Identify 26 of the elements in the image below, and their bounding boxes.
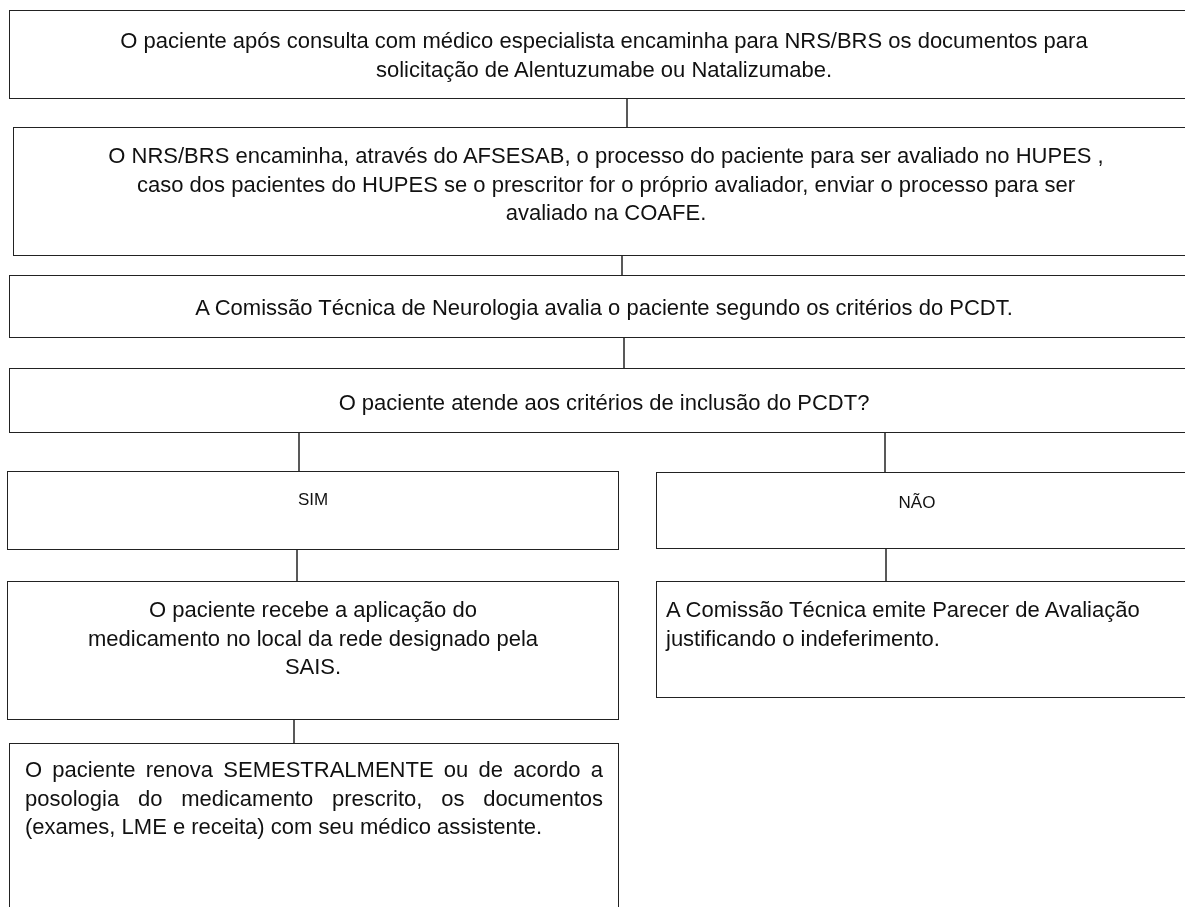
process-box xyxy=(9,743,619,907)
step-text: A Comissão Técnica de Neurologia avalia o paciente segundo os critérios do PCDT. xyxy=(195,294,1013,322)
step-text: O paciente atende aos critérios de inclusão do PCDT? xyxy=(338,389,870,417)
process-box xyxy=(7,581,619,720)
step-text: SIM xyxy=(297,489,329,511)
connector-line xyxy=(626,98,628,128)
process-box xyxy=(9,275,1185,338)
connector-line xyxy=(884,432,886,473)
step-text: O paciente renova SEMESTRALMENTE ou de acordo a posologia do medicamento prescrito, os documentos (exames, LME e receita) com seu médico assistente. xyxy=(25,756,603,842)
connector-line xyxy=(621,255,623,276)
connector-line xyxy=(293,719,295,744)
step-text: O paciente após consulta com médico especialista encaminha para NRS/BRS os documentos para solicitação de Alentuzumabe ou Natalizumabe. xyxy=(119,27,1089,84)
step-text: A Comissão Técnica emite Parecer de Avaliação justificando o indeferimento. xyxy=(666,596,1141,653)
connector-line xyxy=(885,548,887,582)
process-box xyxy=(9,10,1185,99)
connector-line xyxy=(623,337,625,369)
connector-line xyxy=(296,549,298,582)
process-box xyxy=(656,472,1185,549)
process-box xyxy=(656,581,1185,698)
step-text: O paciente recebe a aplicação do medicamento no local da rede designado pela SAIS. xyxy=(86,596,540,682)
step-text: NÃO xyxy=(897,492,937,514)
step-text: O NRS/BRS encaminha, através do AFSESAB, o processo do paciente para ser avaliado no HUPES , caso dos pacientes do HUPES se o prescritor for o próprio avaliador, enviar o processo para ser avaliado na COAFE. xyxy=(107,142,1105,228)
process-box xyxy=(13,127,1185,256)
process-box xyxy=(9,368,1185,433)
connector-line xyxy=(298,432,300,472)
process-box xyxy=(7,471,619,550)
